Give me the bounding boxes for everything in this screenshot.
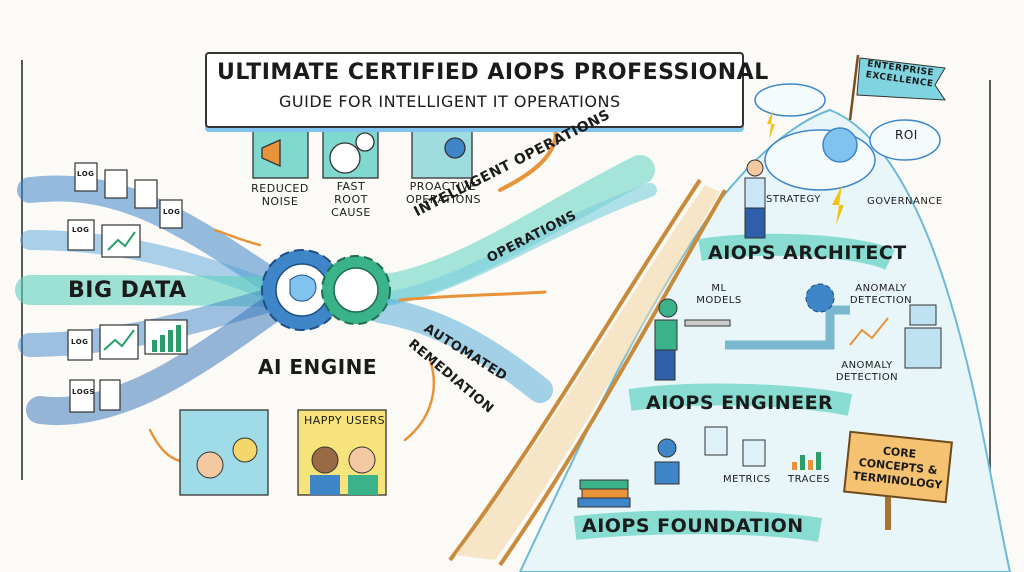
- lightning-icon: [832, 185, 844, 225]
- staircase: [448, 178, 727, 567]
- engineer-tier-title: AIOPS ENGINEER: [646, 392, 834, 414]
- strategy-label: STRATEGY: [766, 194, 821, 205]
- enterprise-flag: [856, 57, 946, 101]
- happy-users-label: HAPPY USERS: [304, 414, 386, 427]
- brain-icon: [822, 127, 858, 163]
- architect-person: [746, 159, 764, 177]
- foundation-tier-title: AIOPS FOUNDATION: [582, 515, 804, 537]
- flagpole: [848, 54, 860, 121]
- data-streams: [15, 123, 657, 464]
- log-label: LOG: [71, 338, 89, 346]
- anomaly-detection-label: ANOMALY DETECTION: [849, 283, 913, 306]
- banner-subtitle: GUIDE FOR INTELLIGENT IT OPERATIONS: [279, 92, 621, 111]
- metrics-document-icon: [742, 439, 766, 467]
- metrics-label: METRICS: [723, 474, 771, 485]
- log-label: LOG: [72, 226, 90, 234]
- core-concepts-sign-text: CORE CONCEPTS & TERMINOLOGY: [852, 444, 943, 492]
- log-label: LOG: [163, 208, 181, 216]
- log-label: LOGS: [72, 388, 95, 396]
- document-icon: [704, 426, 728, 456]
- ml-models-label: ML MODELS: [696, 283, 742, 306]
- gear-icon: [805, 283, 835, 313]
- architect-ledge: [698, 233, 895, 271]
- lightning-icon: [767, 110, 775, 140]
- support-user-box: [179, 409, 269, 496]
- laptop-desk: [684, 319, 731, 327]
- traces-label: TRACES: [788, 474, 830, 485]
- benefit-boxes: [252, 127, 473, 179]
- books-icon: [577, 479, 631, 508]
- chart-line-icon: [107, 231, 136, 251]
- ai-engine-gears: [261, 249, 391, 331]
- data-pipeline: [725, 305, 850, 350]
- log-label: LOG: [77, 170, 95, 178]
- robot-icon: [909, 304, 937, 326]
- smiley-gear-icon: [232, 437, 258, 463]
- governance-label: GOVERNANCE: [867, 196, 943, 207]
- circuit-icon: [333, 267, 379, 313]
- big-data-label: BIG DATA: [68, 278, 187, 303]
- foundation-ledge: [573, 510, 822, 542]
- bar-chart-icon: [152, 325, 181, 352]
- trend-chart-icon: [849, 317, 889, 346]
- anomaly-detection-label-2: ANOMALY DETECTION: [835, 360, 899, 383]
- banner-title: ULTIMATE CERTIFIED AIOPS PROFESSIONAL: [217, 60, 769, 85]
- engineer-ledge: [628, 383, 853, 416]
- log-documents: [67, 162, 188, 413]
- traces-chart-icon: [792, 452, 821, 470]
- title-banner: ULTIMATE CERTIFIED AIOPS PROFESSIONAL GU…: [205, 52, 768, 128]
- ai-engine-label: AI ENGINE: [258, 355, 378, 379]
- benefit-fast-root-cause: FAST ROOT CAUSE: [331, 180, 371, 219]
- roi-label: ROI: [895, 128, 918, 142]
- hardhat-icon: [658, 298, 678, 318]
- benefit-reduced-noise: REDUCED NOISE: [251, 182, 309, 208]
- chart-line-icon: [103, 329, 135, 351]
- student-person: [657, 438, 677, 458]
- architect-clouds: [754, 83, 941, 191]
- core-concepts-sign: CORE CONCEPTS & TERMINOLOGY: [843, 430, 953, 504]
- benefit-proactive-operations: PROACTIVE OPERATIONS: [406, 180, 481, 206]
- architect-tier-title: AIOPS ARCHITECT: [708, 242, 907, 264]
